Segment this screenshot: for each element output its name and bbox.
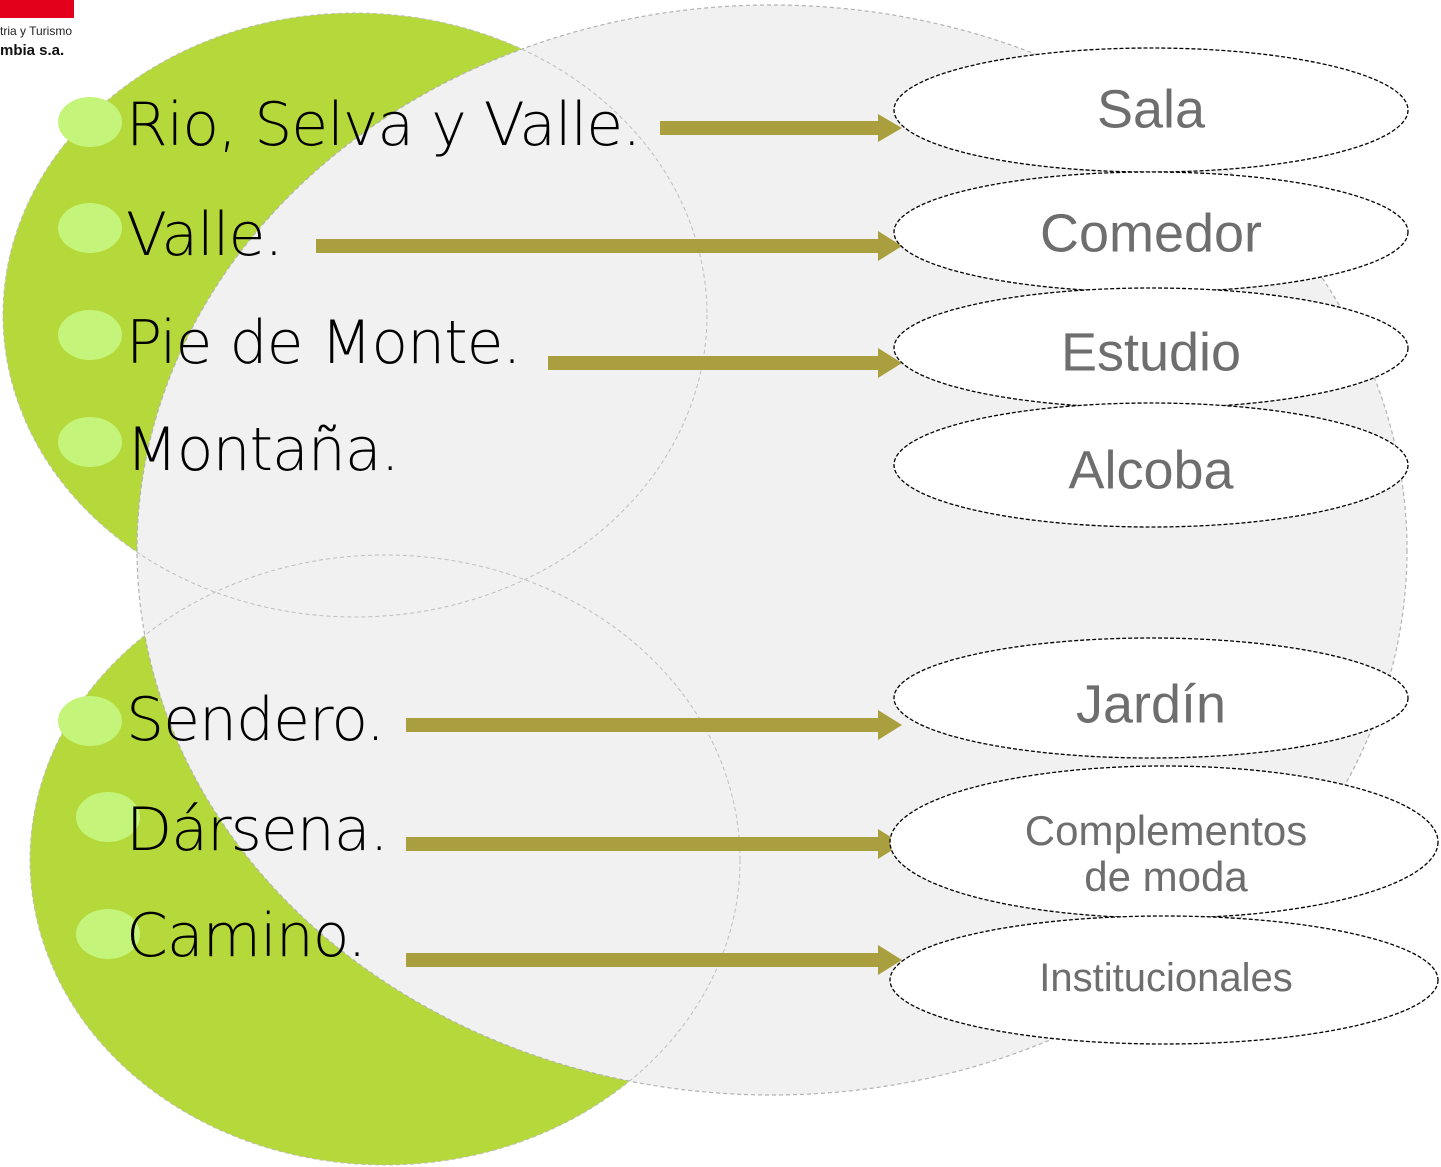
item-label-rio-selva-valle: Rio, Selva y Valle.: [126, 90, 641, 160]
green-circle-top-outline: [2, 12, 708, 618]
bullet-5: [58, 696, 122, 746]
room-label-estudio: Estudio: [1060, 322, 1242, 383]
bullet-6: [76, 792, 140, 842]
room-label-complementos: Complementos de moda: [1024, 806, 1308, 900]
arrow-6: [406, 829, 902, 859]
bullet-7: [76, 909, 140, 959]
room-ellipse-alcoba: [893, 402, 1409, 528]
bullet-3: [58, 310, 122, 360]
arrow-5: [406, 710, 902, 740]
bullet-4: [58, 417, 122, 467]
room-label-institucionales: Institucionales: [1039, 956, 1293, 1000]
room-ellipse-sala: [893, 47, 1409, 173]
item-label-sendero: Sendero.: [126, 685, 385, 755]
bullet-1: [58, 97, 122, 147]
logo-text-line1: tria y Turismo: [0, 24, 73, 38]
arrow-3: [548, 348, 902, 378]
arrow-1: [660, 114, 902, 142]
room-ellipse-jardin: [893, 637, 1409, 759]
green-circle-bottom-outline: [29, 554, 741, 1166]
room-label-sala: Sala: [1096, 79, 1206, 140]
item-label-camino: Camino.: [126, 901, 367, 971]
logo-text-line2: mbia s.a.: [0, 42, 65, 59]
arrow-2: [316, 231, 902, 261]
arrow-7: [406, 945, 902, 975]
item-label-pie-de-monte: Pie de Monte.: [126, 308, 522, 378]
logo-red-bar: [0, 0, 74, 18]
room-label-jardin: Jardín: [1075, 674, 1227, 735]
bullet-2: [58, 203, 122, 253]
room-ellipse-institucionales: [889, 915, 1439, 1045]
room-label-comedor: Comedor: [1039, 203, 1263, 264]
item-label-montana: Montaña.: [126, 415, 400, 485]
room-label-alcoba: Alcoba: [1068, 440, 1234, 501]
item-label-valle: Valle.: [126, 200, 283, 270]
item-label-darsena: Dársena.: [126, 795, 389, 865]
